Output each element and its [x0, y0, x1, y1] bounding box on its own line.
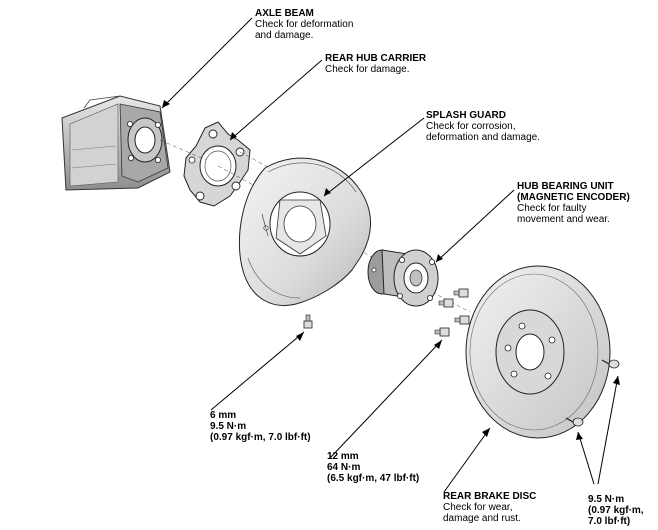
splash-guard-desc-line-2: deformation and damage.: [426, 132, 540, 143]
splash-guard-desc-line-1: Check for corrosion,: [426, 121, 516, 132]
axle-beam-title: AXLE BEAM: [255, 8, 314, 19]
torque-disc-screw-imperial-2: 7.0 lbf·ft): [588, 516, 631, 527]
rear-brake-disc-part: [465, 265, 611, 439]
axle-beam-desc-line-2: and damage.: [255, 30, 314, 41]
disc-screws: [565, 359, 620, 427]
rear-hub-carrier-part: [183, 121, 251, 207]
rear-hub-carrier-title: REAR HUB CARRIER: [325, 53, 427, 64]
rear-brake-disc-title: REAR BRAKE DISC: [443, 491, 537, 502]
torque-disc-screw-imperial-1: (0.97 kgf·m,: [588, 505, 644, 516]
hub-bolts-12mm: [434, 288, 470, 337]
rear-brake-disc-desc-line-2: damage and rust.: [443, 513, 521, 524]
splash-guard-title: SPLASH GUARD: [426, 110, 507, 121]
rear-hub-carrier-callout: REAR HUB CARRIER Check for damage.: [325, 53, 426, 75]
leader-lines: [161, 17, 619, 493]
rear-hub-carrier-desc: Check for damage.: [325, 64, 410, 75]
splash-guard-callout: SPLASH GUARD Check for corrosion, deform…: [426, 110, 540, 143]
torque-12mm-imperial: (6.5 kgf·m, 47 lbf·ft): [327, 473, 420, 484]
torque-spec-12mm: 12 mm 64 N·m (6.5 kgf·m, 47 lbf·ft): [327, 451, 419, 484]
hub-bearing-unit-part: [367, 249, 439, 307]
rear-brake-disc-callout: REAR BRAKE DISC Check for wear, damage a…: [443, 491, 536, 524]
torque-spec-6mm: 6 mm 9.5 N·m (0.97 kgf·m, 7.0 lbf·ft): [210, 410, 311, 443]
rear-brake-disc-desc-line-1: Check for wear,: [443, 502, 513, 513]
hub-bearing-unit-title-line-1: HUB BEARING UNIT: [517, 181, 614, 192]
hub-bearing-unit-desc-line-1: Check for faulty: [517, 203, 587, 214]
torque-6mm-imperial: (0.97 kgf·m, 7.0 lbf·ft): [210, 432, 311, 443]
splash-guard-bolt-6mm: [303, 314, 313, 329]
torque-6mm-size: 6 mm: [210, 410, 237, 421]
torque-disc-screw-nm: 9.5 N·m: [588, 494, 625, 505]
leader-arrowheads: [162, 100, 620, 440]
hub-bearing-unit-title-line-2: (MAGNETIC ENCODER): [517, 192, 630, 203]
hub-bearing-unit-callout: HUB BEARING UNIT (MAGNETIC ENCODER) Chec…: [517, 181, 630, 225]
torque-6mm-nm: 9.5 N·m: [210, 421, 247, 432]
axle-beam-callout: AXLE BEAM Check for deformation and dama…: [255, 8, 353, 41]
splash-guard-part: [238, 157, 372, 306]
hub-bearing-unit-desc-line-2: movement and wear.: [517, 214, 610, 225]
axle-beam-part: [61, 95, 171, 191]
torque-spec-disc-screw: 9.5 N·m (0.97 kgf·m, 7.0 lbf·ft): [588, 494, 644, 527]
torque-12mm-size: 12 mm: [327, 451, 359, 462]
axle-beam-desc-line-1: Check for deformation: [255, 19, 354, 30]
torque-12mm-nm: 64 N·m: [327, 462, 361, 473]
